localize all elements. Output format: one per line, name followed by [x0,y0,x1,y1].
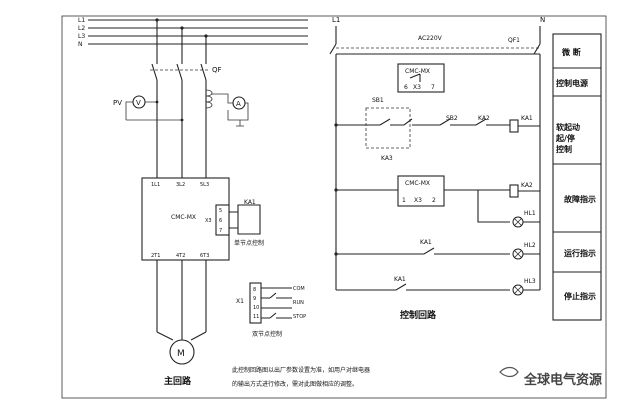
svg-text:10: 10 [253,305,259,311]
cmc-relay-top [397,63,445,93]
control-circuit-caption: 控制回路 [400,309,437,321]
legend-fault: 故障指示 [564,194,596,204]
watermark-icon [499,366,519,378]
svg-text:X3: X3 [205,218,212,224]
main-circuit: L1 L2 L3 N QF PV V A 1L1 3L2 5L3 CMC-MX … [78,17,370,388]
svg-text:6T3: 6T3 [200,253,209,259]
ka2-label: KA2 [478,115,490,122]
svg-text:CMC-MX: CMC-MX [405,180,430,187]
watermark: 全球电气资源 [499,366,602,388]
ac-label: AC220V [418,35,443,42]
svg-text:7: 7 [219,228,222,234]
svg-text:7: 7 [431,84,435,91]
legend-run: 运行指示 [564,248,596,258]
svg-text:1L1: 1L1 [151,182,160,188]
ka1-rung5-label: KA1 [394,276,406,283]
drawing-frame [61,15,607,399]
label-l1: L1 [78,17,85,24]
svg-text:X1: X1 [236,298,244,305]
qf1-label: QF1 [508,37,520,44]
svg-text:2: 2 [432,197,436,204]
svg-text:4T2: 4T2 [176,253,185,259]
svg-text:5L3: 5L3 [200,182,209,188]
legend-column: 微 断 控制电源 软起动起/停控制 故障指示 运行指示 停止指示 [552,33,602,321]
svg-text:A: A [236,100,241,108]
legend-control-power: 控制电源 [556,78,588,88]
svg-text:全球电气资源: 全球电气资源 [523,372,602,388]
svg-text:X3: X3 [413,84,421,91]
label-l3: L3 [78,33,85,40]
single-node-caption: 单节点控制 [234,239,264,247]
soft-starter-box [141,177,230,261]
ctrl-l1-label: L1 [332,16,340,24]
legend-stop: 停止指示 [564,291,596,301]
footnote-line1: 此控制回路图以出厂参数设置为准，如用户对继电器 [232,366,370,374]
legend-breaker: 微 断 [561,47,581,57]
sb2-label: SB2 [446,115,458,122]
svg-text:2T1: 2T1 [151,253,160,259]
ka1-main-label: KA1 [244,199,256,206]
ctrl-n-label: N [540,16,545,24]
ka3-label: KA3 [381,155,393,162]
svg-text:1: 1 [402,197,406,204]
sb1-label: SB1 [372,97,384,104]
svg-text:6: 6 [219,218,222,224]
svg-text:KA2: KA2 [521,182,533,189]
x1-terminal-block [249,282,262,324]
svg-text:STOP: STOP [293,314,306,320]
control-circuit: L1 N AC220V QF1 CMC-MX 6 X3 7 SB1 KA3 SB… [329,16,545,321]
legend-softstart: 软起动起/停控制 [555,122,580,154]
svg-text:RUN: RUN [293,300,304,306]
svg-text:V: V [136,99,141,107]
ka1-rung4-label: KA1 [420,239,432,246]
svg-text:COM: COM [293,286,305,292]
ka1-coil [509,119,519,133]
svg-text:CMC-MX: CMC-MX [405,68,430,75]
cmc-relay-mid [397,175,445,207]
dual-node-caption: 双节点控制 [252,330,282,338]
pv-label: PV [113,99,122,107]
svg-text:X3: X3 [414,197,422,204]
svg-text:HL3: HL3 [524,278,536,285]
svg-text:11: 11 [253,314,259,320]
main-circuit-caption: 主回路 [164,375,192,387]
svg-text:3L2: 3L2 [176,182,185,188]
ka2-coil [509,184,519,198]
svg-text:8: 8 [253,287,256,293]
svg-text:6: 6 [404,84,408,91]
motor [169,339,195,365]
svg-text:M: M [177,349,185,359]
svg-text:KA1: KA1 [521,115,533,122]
qf-label: QF [212,66,222,74]
svg-text:HL1: HL1 [524,210,536,217]
cmc-model-label: CMC-MX [171,214,196,221]
label-l2: L2 [78,25,85,32]
svg-text:5: 5 [219,208,222,214]
svg-text:HL2: HL2 [524,242,536,249]
label-n: N [78,41,83,48]
svg-text:9: 9 [253,296,256,302]
footnote-line2: 的输出方式进行修改，需对此图做相应的调整。 [232,380,358,388]
